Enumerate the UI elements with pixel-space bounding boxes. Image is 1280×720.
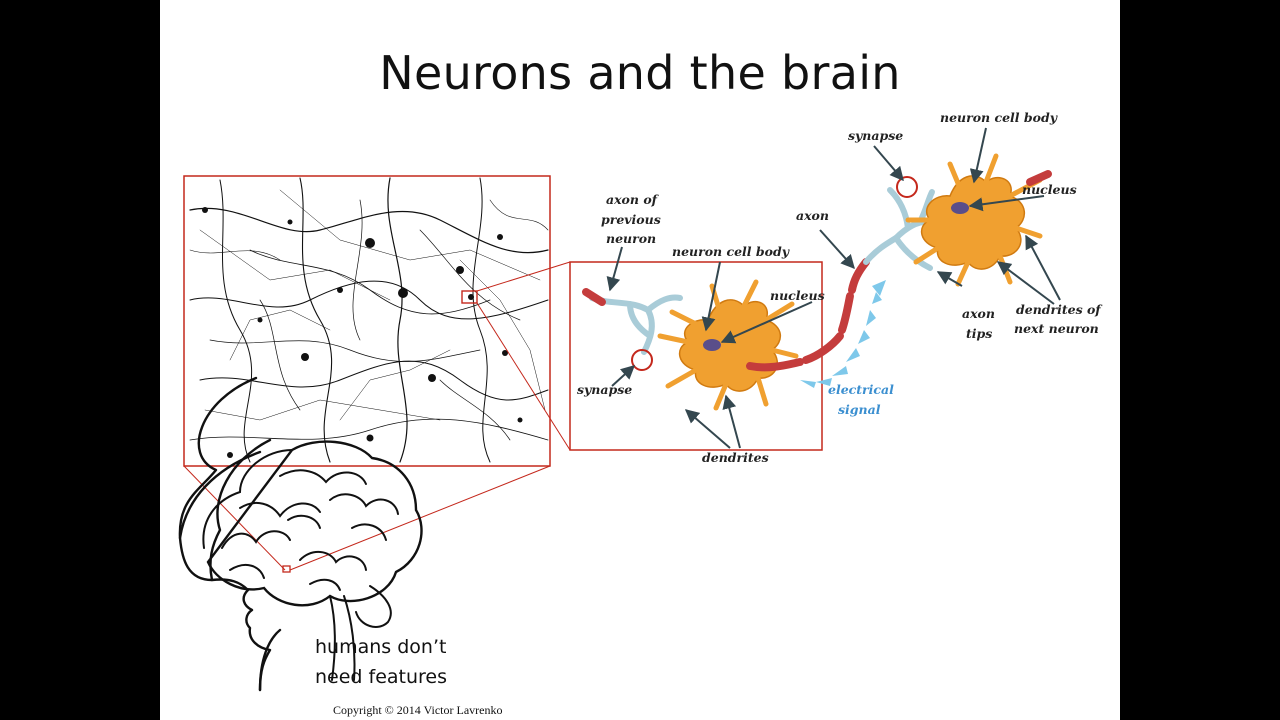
label-nucleus-right: nucleus bbox=[1022, 182, 1077, 197]
neuron-network-image bbox=[183, 175, 571, 571]
caption-line-1: humans don’t bbox=[315, 636, 447, 658]
label-axon-of-previous-neuron-3: neuron bbox=[606, 231, 656, 246]
caption: humans don’t need features bbox=[315, 632, 447, 692]
label-electrical-signal: electrical bbox=[828, 382, 894, 397]
copyright-notice: Copyright © 2014 Victor Lavrenko bbox=[333, 703, 503, 717]
label-axon: axon bbox=[796, 208, 829, 223]
neuron-diagram: axon of previous neuron neuron cell body… bbox=[569, 110, 1103, 465]
label-synapse-left: synapse bbox=[577, 382, 632, 397]
label-nucleus-left: nucleus bbox=[770, 288, 825, 303]
label-axon-tips: axon bbox=[962, 306, 995, 321]
label-dendrites-of-next-neuron-2: next neuron bbox=[1014, 321, 1099, 336]
caption-line-2: need features bbox=[315, 666, 448, 688]
human-head-drawing bbox=[178, 376, 423, 692]
label-axon-of-previous-neuron: axon of bbox=[606, 192, 660, 207]
label-axon-tips-2: tips bbox=[966, 326, 992, 341]
label-neuron-cell-body-right: neuron cell body bbox=[940, 110, 1058, 125]
slide: Neurons and the brain bbox=[160, 0, 1120, 720]
slide-title: Neurons and the brain bbox=[379, 46, 901, 100]
label-electrical-signal-2: signal bbox=[838, 402, 881, 417]
label-axon-of-previous-neuron-2: previous bbox=[601, 212, 661, 227]
label-neuron-cell-body-left: neuron cell body bbox=[672, 244, 790, 259]
label-synapse-right: synapse bbox=[848, 128, 903, 143]
label-dendrites-of-next-neuron: dendrites of bbox=[1016, 302, 1103, 317]
label-dendrites: dendrites bbox=[702, 450, 769, 465]
